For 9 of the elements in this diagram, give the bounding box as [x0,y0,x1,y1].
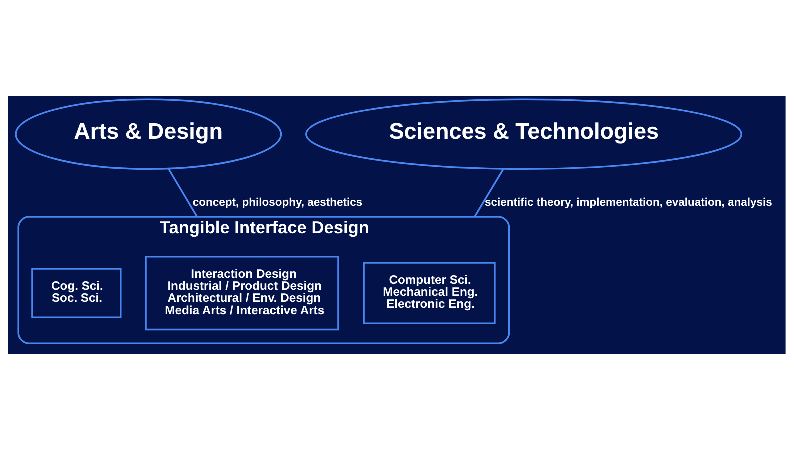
connector [168,168,198,218]
node-ellipse: Sciences & Technologies [306,98,742,170]
node-box: Computer Sci. Mechanical Eng. Electronic Eng. [363,262,496,325]
edge-label: concept, philosophy, aesthetics [192,197,363,210]
node-box: Interaction Design Industrial / Product Design Architectural / Env. Design Media Arts / Interactive Arts [145,256,340,331]
node-ellipse: Arts & Design [15,98,282,170]
edge-label: scientific theory, implementation, evaluation, analysis [484,197,772,210]
connector [474,168,504,218]
node-box: Cog. Sci. Soc. Sci. [32,268,122,318]
